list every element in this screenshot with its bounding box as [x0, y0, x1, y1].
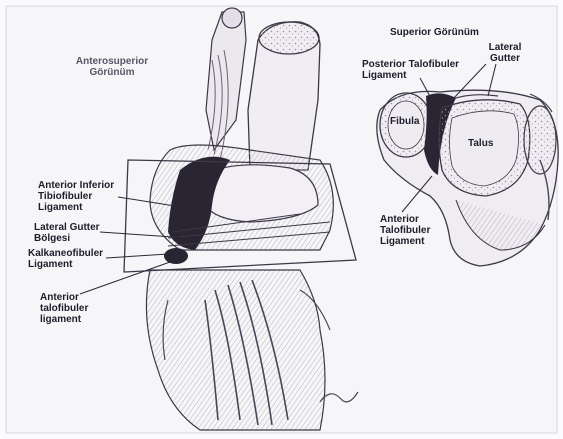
calcaneofibular-shadow: [164, 248, 188, 264]
label-anterior-inferior-tibiofibular-ligament: Anterior Inferior Tibiofibuler Ligament: [38, 180, 114, 213]
fibula-cut-end: [222, 8, 242, 28]
talar-dome: [205, 165, 318, 222]
label-posterior-talofibular-ligament: Posterior Talofibuler Ligament: [362, 59, 459, 81]
label-fibula: Fibula: [390, 116, 419, 127]
anterosuperior-view-title: Anterosuperior Görünüm: [62, 56, 162, 78]
superior-view-title: Superior Görünüm: [390, 27, 479, 38]
label-lateral-gutter-region: Lateral Gutter Bölgesi: [34, 222, 100, 244]
label-calcaneofibular-ligament: Kalkaneofibuler Ligament: [28, 248, 103, 270]
label-talus: Talus: [468, 138, 493, 149]
label-anterior-talofibular-ligament-superior: Anterior Talofibuler Ligament: [380, 214, 430, 247]
label-anterior-talofibular-ligament: Anterior talofibuler ligament: [40, 292, 88, 325]
medial-malleolus: [524, 106, 556, 174]
label-lateral-gutter: Lateral Gutter: [478, 42, 532, 64]
tibia-cut-end: [259, 22, 319, 54]
